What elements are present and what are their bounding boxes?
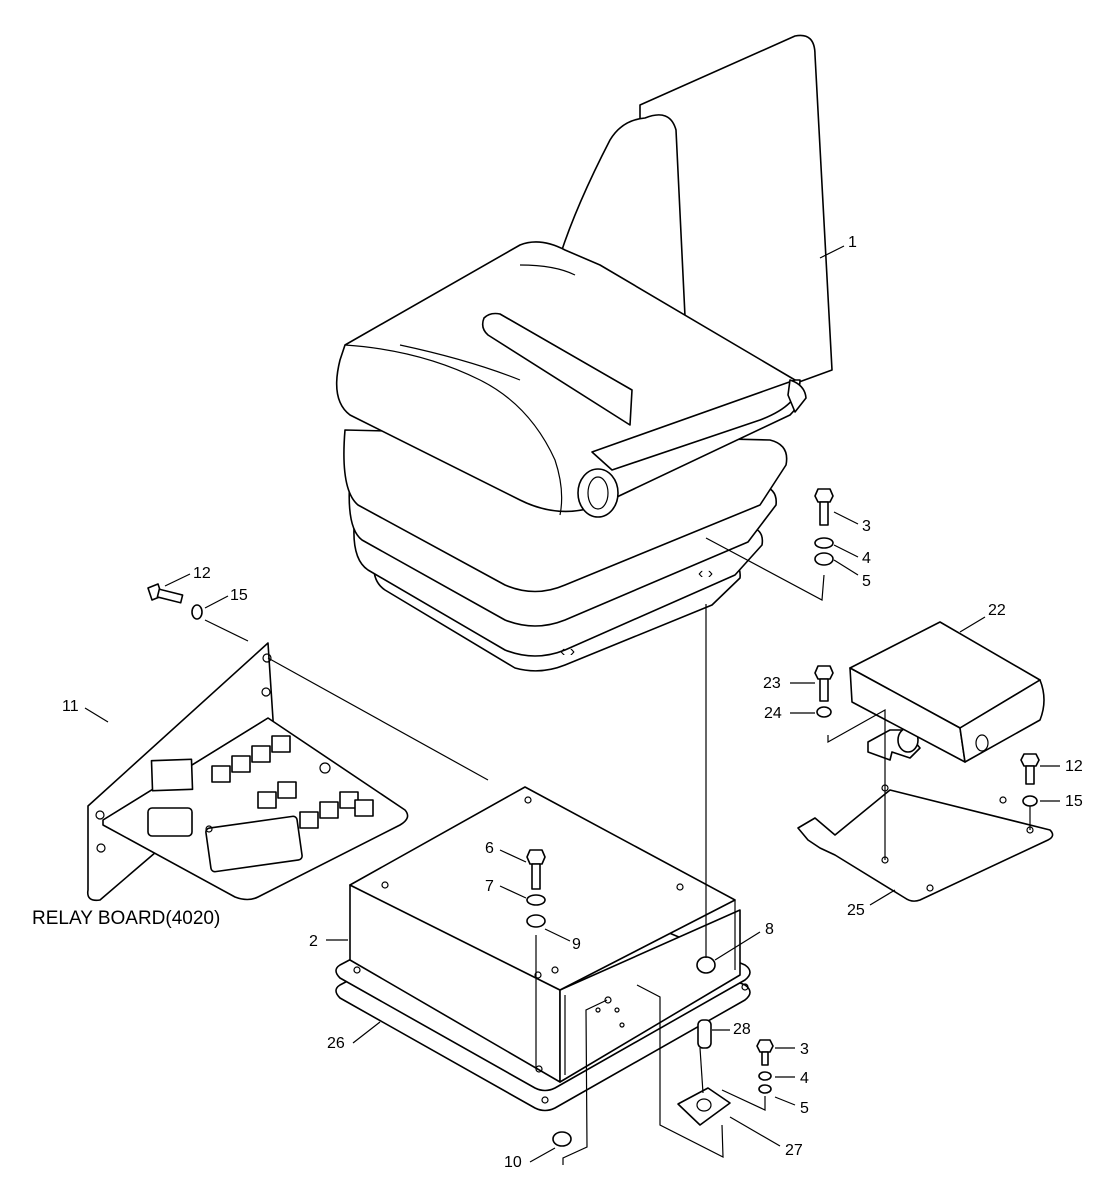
callout-28: 28: [733, 1021, 751, 1038]
callout-5: 5: [862, 573, 871, 590]
seat-base: [335, 786, 751, 1112]
callout-6: 6: [485, 840, 494, 857]
callout-12: 12: [193, 565, 211, 582]
callout-10: 10: [504, 1154, 522, 1171]
callout-5-lower: 5: [800, 1100, 809, 1117]
callout-27: 27: [785, 1142, 803, 1159]
assembly-lines: [204, 537, 1031, 1165]
callout-3: 3: [862, 518, 871, 535]
callout-12-right: 12: [1065, 758, 1083, 775]
callout-3-lower: 3: [800, 1041, 809, 1058]
relay-board-caption: RELAY BOARD(4020): [32, 908, 220, 929]
leader-lines: [84, 245, 1060, 1163]
seat-assembly: ‹ › ‹ ›: [335, 34, 833, 672]
callout-15: 15: [230, 587, 248, 604]
controller-bracket: [797, 621, 1054, 902]
relay-board: [86, 642, 409, 902]
callout-1: 1: [848, 234, 857, 251]
callout-9: 9: [572, 936, 581, 953]
svg-text:‹ ›: ‹ ›: [698, 565, 713, 582]
callout-4-lower: 4: [800, 1070, 809, 1087]
callout-7: 7: [485, 878, 494, 895]
callout-24: 24: [764, 705, 782, 722]
callout-2: 2: [309, 933, 318, 950]
callout-4: 4: [862, 550, 871, 567]
svg-text:‹ ›: ‹ ›: [560, 643, 575, 660]
callout-25: 25: [847, 902, 865, 919]
callout-23: 23: [763, 675, 781, 692]
callout-15-right: 15: [1065, 793, 1083, 810]
callout-26: 26: [327, 1035, 345, 1052]
callout-numbers: 1 3 4 5 12 15 22 23 24 12 15 11 6 7 9 8 …: [62, 234, 1083, 1171]
callout-22: 22: [988, 602, 1006, 619]
callout-8: 8: [765, 921, 774, 938]
hardware: [147, 488, 1040, 1147]
callout-11: 11: [62, 698, 79, 715]
